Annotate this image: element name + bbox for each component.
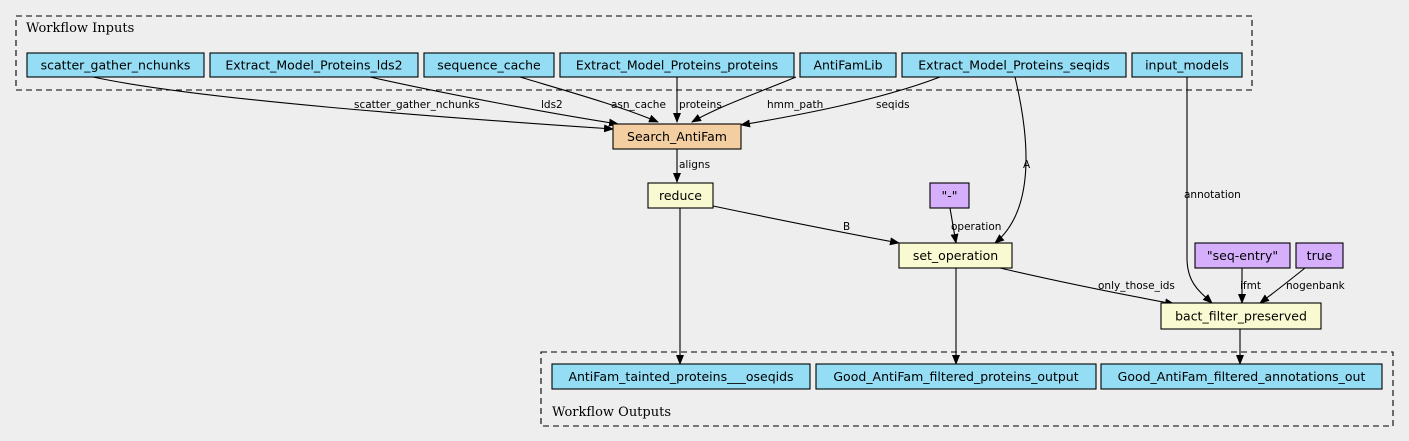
workflow-outputs-cluster: Workflow Outputs bbox=[540, 351, 1394, 427]
node-label: Good_AntiFam_filtered_proteins_output bbox=[833, 369, 1078, 384]
workflow-outputs-label: Workflow Outputs bbox=[552, 405, 671, 420]
node-label: set_operation bbox=[913, 248, 998, 263]
edge-annotation bbox=[1186, 77, 1213, 304]
node-label: Extract_Model_Proteins_seqids bbox=[918, 58, 1109, 73]
node-label: Extract_Model_Proteins_proteins bbox=[576, 58, 778, 73]
node-input-models[interactable]: input_models bbox=[1131, 52, 1243, 78]
node-antifam-tainted-proteins-oseqids[interactable]: AntiFam_tainted_proteins___oseqids bbox=[551, 363, 811, 390]
node-label: sequence_cache bbox=[437, 58, 541, 73]
edge-label-only-those-ids: only_those_ids bbox=[1098, 280, 1175, 292]
node-label: AntiFam_tainted_proteins___oseqids bbox=[568, 369, 793, 384]
node-label: true bbox=[1307, 248, 1333, 263]
workflow-inputs-label: Workflow Inputs bbox=[26, 21, 134, 36]
edge-label-b: B bbox=[843, 221, 850, 233]
edge-b bbox=[712, 205, 900, 246]
edges: scatter_gather_nchunks lds2 asn_cache pr… bbox=[92, 76, 1346, 365]
node-extract-model-proteins-proteins[interactable]: Extract_Model_Proteins_proteins bbox=[559, 52, 795, 78]
node-label: Good_AntiFam_filtered_annotations_out bbox=[1118, 369, 1366, 384]
edge-hmm-path bbox=[691, 76, 797, 123]
node-label: Search_AntiFam bbox=[627, 129, 727, 144]
node-label: reduce bbox=[659, 188, 702, 203]
node-label: AntiFamLib bbox=[813, 58, 882, 73]
node-reduce[interactable]: reduce bbox=[647, 182, 714, 209]
edge-label-annotation: annotation bbox=[1184, 189, 1241, 201]
node-label: scatter_gather_nchunks bbox=[41, 58, 191, 73]
node-label: "seq-entry" bbox=[1207, 248, 1278, 263]
edge-nogenbank bbox=[1259, 267, 1306, 304]
edge-label-aligns: aligns bbox=[679, 159, 710, 171]
node-sequence-cache[interactable]: sequence_cache bbox=[423, 52, 555, 78]
edge-label-nogenbank: nogenbank bbox=[1286, 280, 1346, 292]
node-true-constant[interactable]: true bbox=[1295, 242, 1344, 269]
edge-operation bbox=[949, 207, 959, 244]
edge-lds2 bbox=[369, 76, 619, 127]
edge-label-hmm-path: hmm_path bbox=[767, 99, 823, 111]
node-label: input_models bbox=[1145, 58, 1229, 73]
edge-label-operation: operation bbox=[951, 221, 1001, 233]
node-label: "-" bbox=[941, 188, 957, 203]
node-bact-filter-preserved[interactable]: bact_filter_preserved bbox=[1160, 302, 1322, 330]
edge-label-scatter-gather-nchunks: scatter_gather_nchunks bbox=[354, 99, 480, 111]
node-seq-entry-constant[interactable]: "seq-entry" bbox=[1194, 242, 1291, 269]
node-search-antifam[interactable]: Search_AntiFam bbox=[612, 123, 742, 150]
node-dash-constant[interactable]: "-" bbox=[929, 182, 970, 209]
node-set-operation[interactable]: set_operation bbox=[898, 242, 1013, 269]
edge-label-lds2: lds2 bbox=[541, 99, 563, 111]
edge-label-asn-cache: asn_cache bbox=[611, 99, 666, 111]
node-extract-model-proteins-lds2[interactable]: Extract_Model_Proteins_lds2 bbox=[209, 52, 419, 78]
edge-a bbox=[994, 76, 1027, 244]
node-good-antifam-filtered-annotations-out[interactable]: Good_AntiFam_filtered_annotations_out bbox=[1100, 363, 1383, 390]
edge-asn-cache bbox=[519, 76, 659, 123]
edge-label-proteins: proteins bbox=[679, 99, 722, 111]
node-extract-model-proteins-seqids[interactable]: Extract_Model_Proteins_seqids bbox=[901, 52, 1127, 78]
edge-label-a: A bbox=[1023, 159, 1031, 171]
edge-scatter-gather bbox=[92, 76, 614, 133]
node-good-antifam-filtered-proteins-output[interactable]: Good_AntiFam_filtered_proteins_output bbox=[815, 363, 1097, 390]
edge-only-those-ids bbox=[999, 267, 1175, 307]
node-label: bact_filter_preserved bbox=[1175, 309, 1307, 324]
edge-label-ifmt: ifmt bbox=[1240, 280, 1261, 292]
edge-seqids bbox=[740, 76, 941, 128]
edge-label-seqids: seqids bbox=[876, 99, 910, 111]
node-label: Extract_Model_Proteins_lds2 bbox=[225, 58, 402, 73]
node-antifamlib[interactable]: AntiFamLib bbox=[799, 52, 897, 78]
node-scatter-gather-nchunks[interactable]: scatter_gather_nchunks bbox=[26, 52, 205, 78]
workflow-inputs-cluster: Workflow Inputs bbox=[15, 15, 1253, 91]
